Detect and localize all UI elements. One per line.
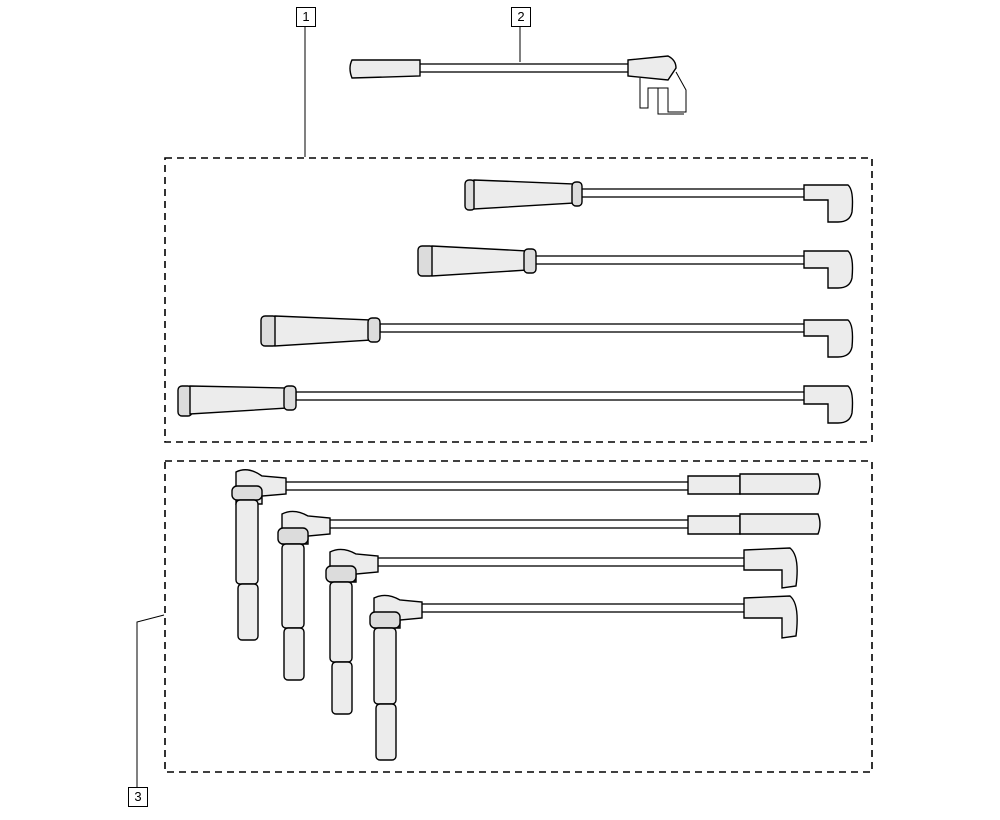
group-box-3 [164, 460, 873, 773]
lead-3d [369, 594, 798, 761]
lead-3a [231, 469, 821, 641]
lead-1c [260, 315, 854, 358]
lead-1b [417, 245, 854, 289]
lead-1a [464, 179, 854, 223]
leader-line-3 [136, 614, 165, 787]
callout-label-2: 2 [511, 7, 531, 27]
lead-1d [177, 385, 854, 424]
callout-label-3: 3 [128, 787, 148, 807]
lead-3c [325, 547, 798, 715]
coil-lead-part-2 [349, 55, 687, 115]
lead-set-group-3 [231, 469, 821, 761]
lead-set-group-1 [177, 179, 854, 424]
callout-label-1: 1 [296, 7, 316, 27]
lead-3b [277, 510, 821, 681]
group-box-1 [164, 157, 873, 443]
